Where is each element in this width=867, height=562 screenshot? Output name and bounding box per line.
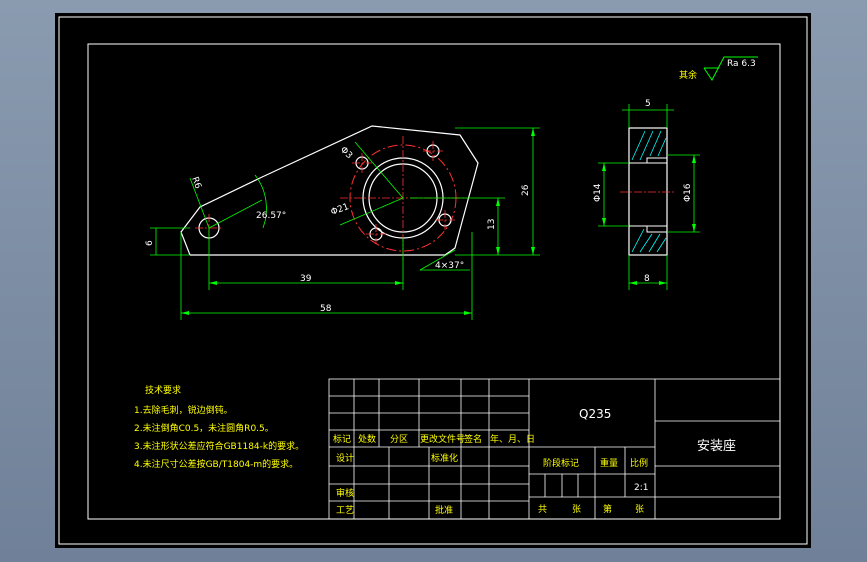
label-weight: 重量 bbox=[600, 457, 618, 469]
dia-16-label: Φ16 bbox=[683, 183, 693, 202]
part-outline bbox=[180, 125, 479, 256]
label-standardize: 标准化 bbox=[431, 452, 458, 464]
label-unit-2: 张 bbox=[635, 504, 644, 515]
label-change-doc: 更改文件号 bbox=[420, 433, 465, 445]
label-design: 设计 bbox=[336, 452, 354, 464]
label-review: 审核 bbox=[336, 487, 354, 499]
roughness-value: Ra 6.3 bbox=[727, 59, 756, 69]
dim-13-label: 13 bbox=[487, 219, 497, 230]
dim-5-label: 5 bbox=[645, 99, 651, 109]
label-mark: 标记 bbox=[333, 433, 351, 445]
dim-58-label: 58 bbox=[320, 304, 332, 314]
label-date: 年、月、日 bbox=[490, 433, 535, 445]
tech-requirements: 技术要求 1.去除毛刺，锐边倒钝。 2.未注倒角C0.5，未注圆角R0.5。 3… bbox=[134, 384, 304, 470]
dim-26-label: 26 bbox=[521, 184, 531, 196]
side-view: 5 8 Φ14 Φ16 bbox=[593, 99, 700, 290]
front-dimensions bbox=[150, 127, 540, 320]
label-process: 工艺 bbox=[336, 505, 354, 516]
tech-item-2: 2.未注倒角C0.5，未注圆角R0.5。 bbox=[134, 422, 274, 434]
label-count: 处数 bbox=[358, 433, 376, 445]
dim-6-label: 6 bbox=[145, 240, 155, 246]
chamfer-label: 4×37° bbox=[435, 261, 464, 271]
title-block bbox=[328, 378, 781, 520]
tech-item-4: 4.未注尺寸公差按GB/T1804-m的要求。 bbox=[134, 458, 298, 470]
material: Q235 bbox=[579, 407, 611, 421]
angle-label: 26.57° bbox=[256, 211, 286, 221]
label-sign: 签名 bbox=[464, 433, 482, 445]
scale-value: 2:1 bbox=[634, 483, 648, 493]
label-stage: 阶段标记 bbox=[543, 457, 579, 469]
dia-14-label: Φ14 bbox=[593, 183, 603, 202]
side-dimensions bbox=[598, 104, 700, 290]
front-view: 39 58 26.57° 26 13 6 4×37° Φ21 R6 Φ3 bbox=[145, 125, 540, 320]
label-approve: 批准 bbox=[435, 504, 453, 516]
tech-item-3: 3.未注形状公差应符合GB1184-k的要求。 bbox=[134, 440, 304, 452]
title-block-text: 标记 处数 分区 更改文件号 签名 年、月、日 设计 标准化 审核 工艺 批准 … bbox=[333, 407, 736, 516]
part-name: 安装座 bbox=[697, 439, 736, 454]
label-zone: 分区 bbox=[390, 434, 408, 445]
roughness-prefix: 其余 bbox=[679, 69, 697, 81]
dim-8-label: 8 bbox=[644, 274, 650, 284]
roughness-symbol: 其余 Ra 6.3 bbox=[679, 56, 758, 81]
tech-item-1: 1.去除毛刺，锐边倒钝。 bbox=[134, 404, 233, 416]
label-sheet-no: 第 bbox=[603, 503, 612, 515]
label-scale: 比例 bbox=[630, 457, 648, 469]
dim-arrows bbox=[181, 128, 535, 315]
radius-label: R6 bbox=[189, 176, 203, 191]
dim-39-label: 39 bbox=[300, 274, 312, 284]
label-unit-1: 张 bbox=[572, 504, 581, 515]
tech-title: 技术要求 bbox=[145, 384, 181, 396]
label-total: 共 bbox=[538, 504, 547, 515]
outer-frame bbox=[58, 16, 808, 545]
